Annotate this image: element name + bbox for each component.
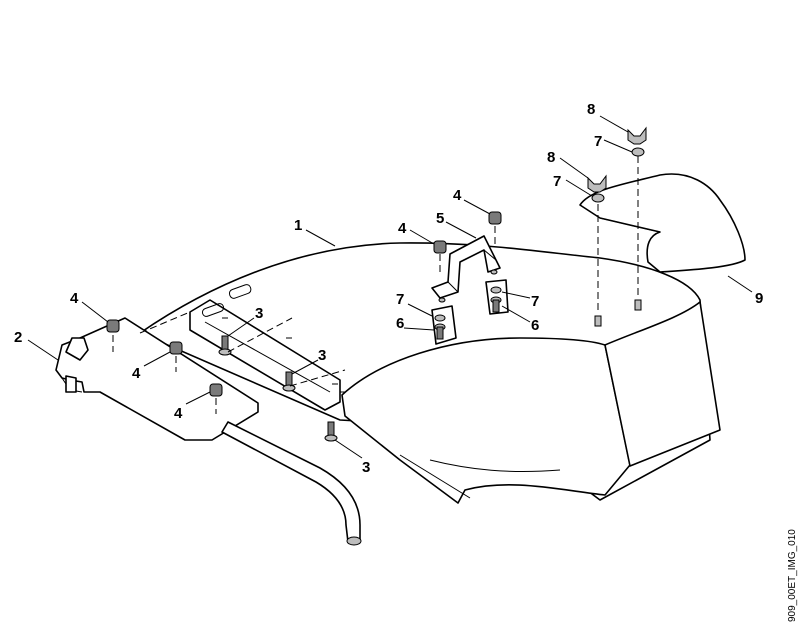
washer-7-d [631, 147, 645, 157]
callout-9: 9 [755, 290, 763, 307]
bolt-6-a [434, 323, 446, 340]
callout-6-b: 6 [531, 317, 539, 334]
washer-7-a [434, 314, 446, 322]
nut-4-b [169, 341, 183, 355]
callout-1: 1 [294, 217, 302, 234]
callout-3-b: 3 [318, 347, 326, 364]
washer-7-c [591, 193, 605, 203]
nut-4-e [488, 211, 502, 225]
nut-4-d [433, 240, 447, 254]
leader-lines [27, 115, 753, 459]
bolt-6-b [490, 296, 502, 313]
callout-4-e: 4 [453, 187, 462, 204]
callout-8-a: 8 [587, 101, 595, 118]
mounting-plate-part-2 [55, 317, 259, 441]
callout-3-c: 3 [362, 459, 370, 476]
callout-7-c: 7 [594, 133, 602, 150]
small-washer-a [438, 297, 446, 303]
callout-8-b: 8 [547, 149, 555, 166]
callout-3-a: 3 [255, 305, 263, 322]
nut-4-a [106, 319, 120, 333]
bolt-3-a [218, 335, 232, 356]
callout-7-a: 7 [396, 291, 404, 308]
housing-screw-a [594, 315, 602, 327]
small-washer-b [490, 269, 498, 275]
callout-7-d: 7 [553, 173, 561, 190]
drawing-reference: 909_00ET_IMG_010 [787, 529, 798, 622]
callout-4-a: 4 [70, 290, 79, 307]
housing-screw-b [634, 299, 642, 311]
assembly-lines [112, 156, 639, 414]
bolt-3-b [282, 371, 296, 392]
callout-6-a: 6 [396, 315, 404, 332]
wingnut-8-b [627, 126, 647, 145]
callout-4-d: 4 [398, 220, 407, 237]
callout-7-b: 7 [531, 293, 539, 310]
main-housing-part-1 [139, 190, 721, 504]
callout-4-b: 4 [132, 365, 141, 382]
bolt-3-c [324, 421, 338, 442]
nut-4-c [209, 383, 223, 397]
callout-2: 2 [14, 329, 22, 346]
callout-4-c: 4 [174, 405, 183, 422]
callout-5: 5 [436, 210, 444, 227]
washer-7-b [490, 286, 502, 294]
wingnut-8-a [587, 174, 607, 193]
support-rod [221, 421, 362, 546]
